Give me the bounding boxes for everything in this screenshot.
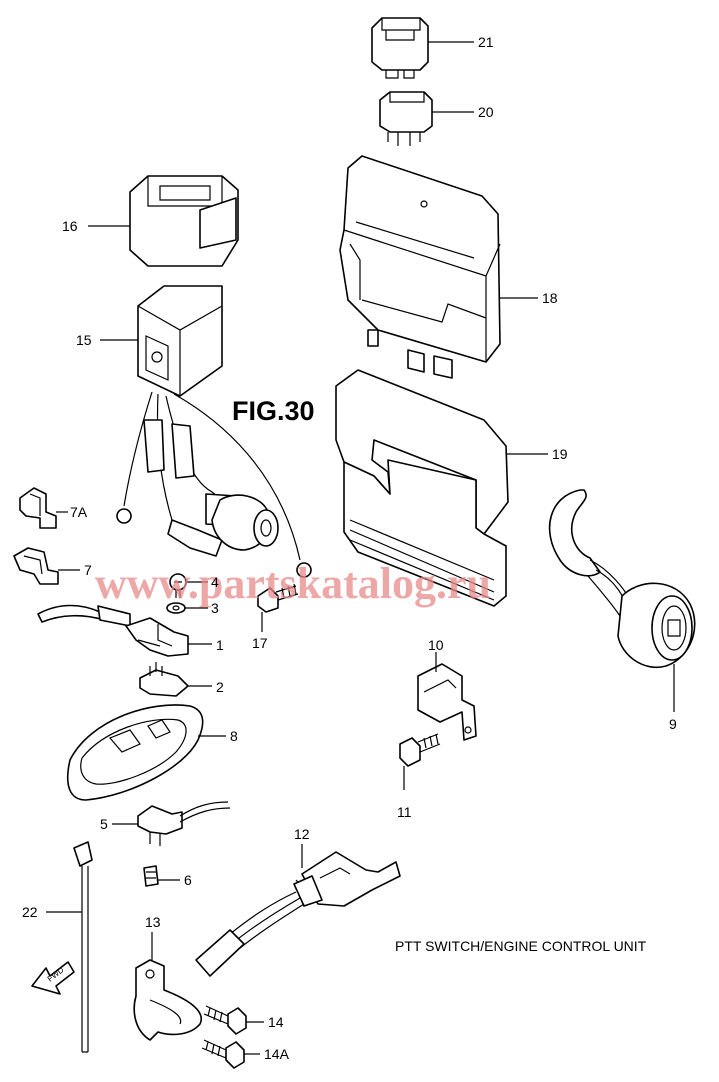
part-14-bolt	[203, 1005, 264, 1035]
callout-12: 12	[294, 826, 310, 842]
callout-17: 17	[252, 635, 268, 651]
part-1-sensor	[37, 604, 212, 657]
part-7-clamp	[13, 547, 80, 585]
part-14a-bolt	[201, 1039, 260, 1069]
callout-14: 14	[268, 1014, 284, 1030]
callout-4: 4	[211, 574, 219, 590]
callout-5: 5	[100, 816, 108, 832]
part-11-bolt	[399, 733, 441, 790]
part-19-rubber-cover	[335, 369, 548, 607]
callout-7a: 7A	[70, 504, 88, 520]
callout-15: 15	[76, 332, 92, 348]
callout-22: 22	[22, 904, 38, 920]
callout-9: 9	[669, 716, 677, 732]
part-18-ecu	[339, 155, 538, 379]
callout-10: 10	[428, 637, 444, 653]
part-10-clip	[417, 652, 477, 741]
callout-18: 18	[542, 290, 558, 306]
callout-19: 19	[552, 446, 568, 462]
callout-16: 16	[62, 218, 78, 234]
part-12-switch	[195, 844, 401, 977]
part-3-washer	[166, 602, 208, 614]
callout-20: 20	[478, 104, 494, 120]
callout-7: 7	[84, 562, 92, 578]
part-6-screw	[143, 865, 180, 887]
part-17-bolt	[257, 583, 299, 632]
part-16-cover	[88, 175, 239, 267]
part-2-terminal	[139, 662, 212, 697]
part-4-bolt	[169, 573, 208, 598]
part-22-cable-tie	[46, 841, 93, 1053]
callout-21: 21	[478, 34, 494, 50]
watermark-text: www.partskatalog.ru	[95, 559, 491, 608]
figure-title: PTT SWITCH/ENGINE CONTROL UNIT	[395, 938, 647, 954]
part-13-bracket	[133, 932, 203, 1041]
callout-3: 3	[211, 600, 219, 616]
part-21-relay	[371, 17, 474, 79]
callout-8: 8	[230, 728, 238, 744]
forward-arrow-icon: FWD	[31, 961, 75, 995]
callout-11: 11	[397, 804, 412, 820]
callout-13: 13	[145, 914, 161, 930]
part-15-module	[100, 285, 312, 578]
callout-1: 1	[216, 637, 224, 653]
part-7a-clamp	[19, 487, 68, 529]
figure-label: FIG.30	[232, 396, 315, 426]
part-5-sensor	[112, 801, 231, 846]
part-8-holder	[66, 704, 226, 801]
part-9-ptt-switch	[548, 489, 696, 712]
callout-6: 6	[184, 872, 192, 888]
callout-2: 2	[216, 679, 224, 695]
part-20-relay	[379, 91, 474, 146]
callout-14a: 14A	[264, 1046, 290, 1062]
